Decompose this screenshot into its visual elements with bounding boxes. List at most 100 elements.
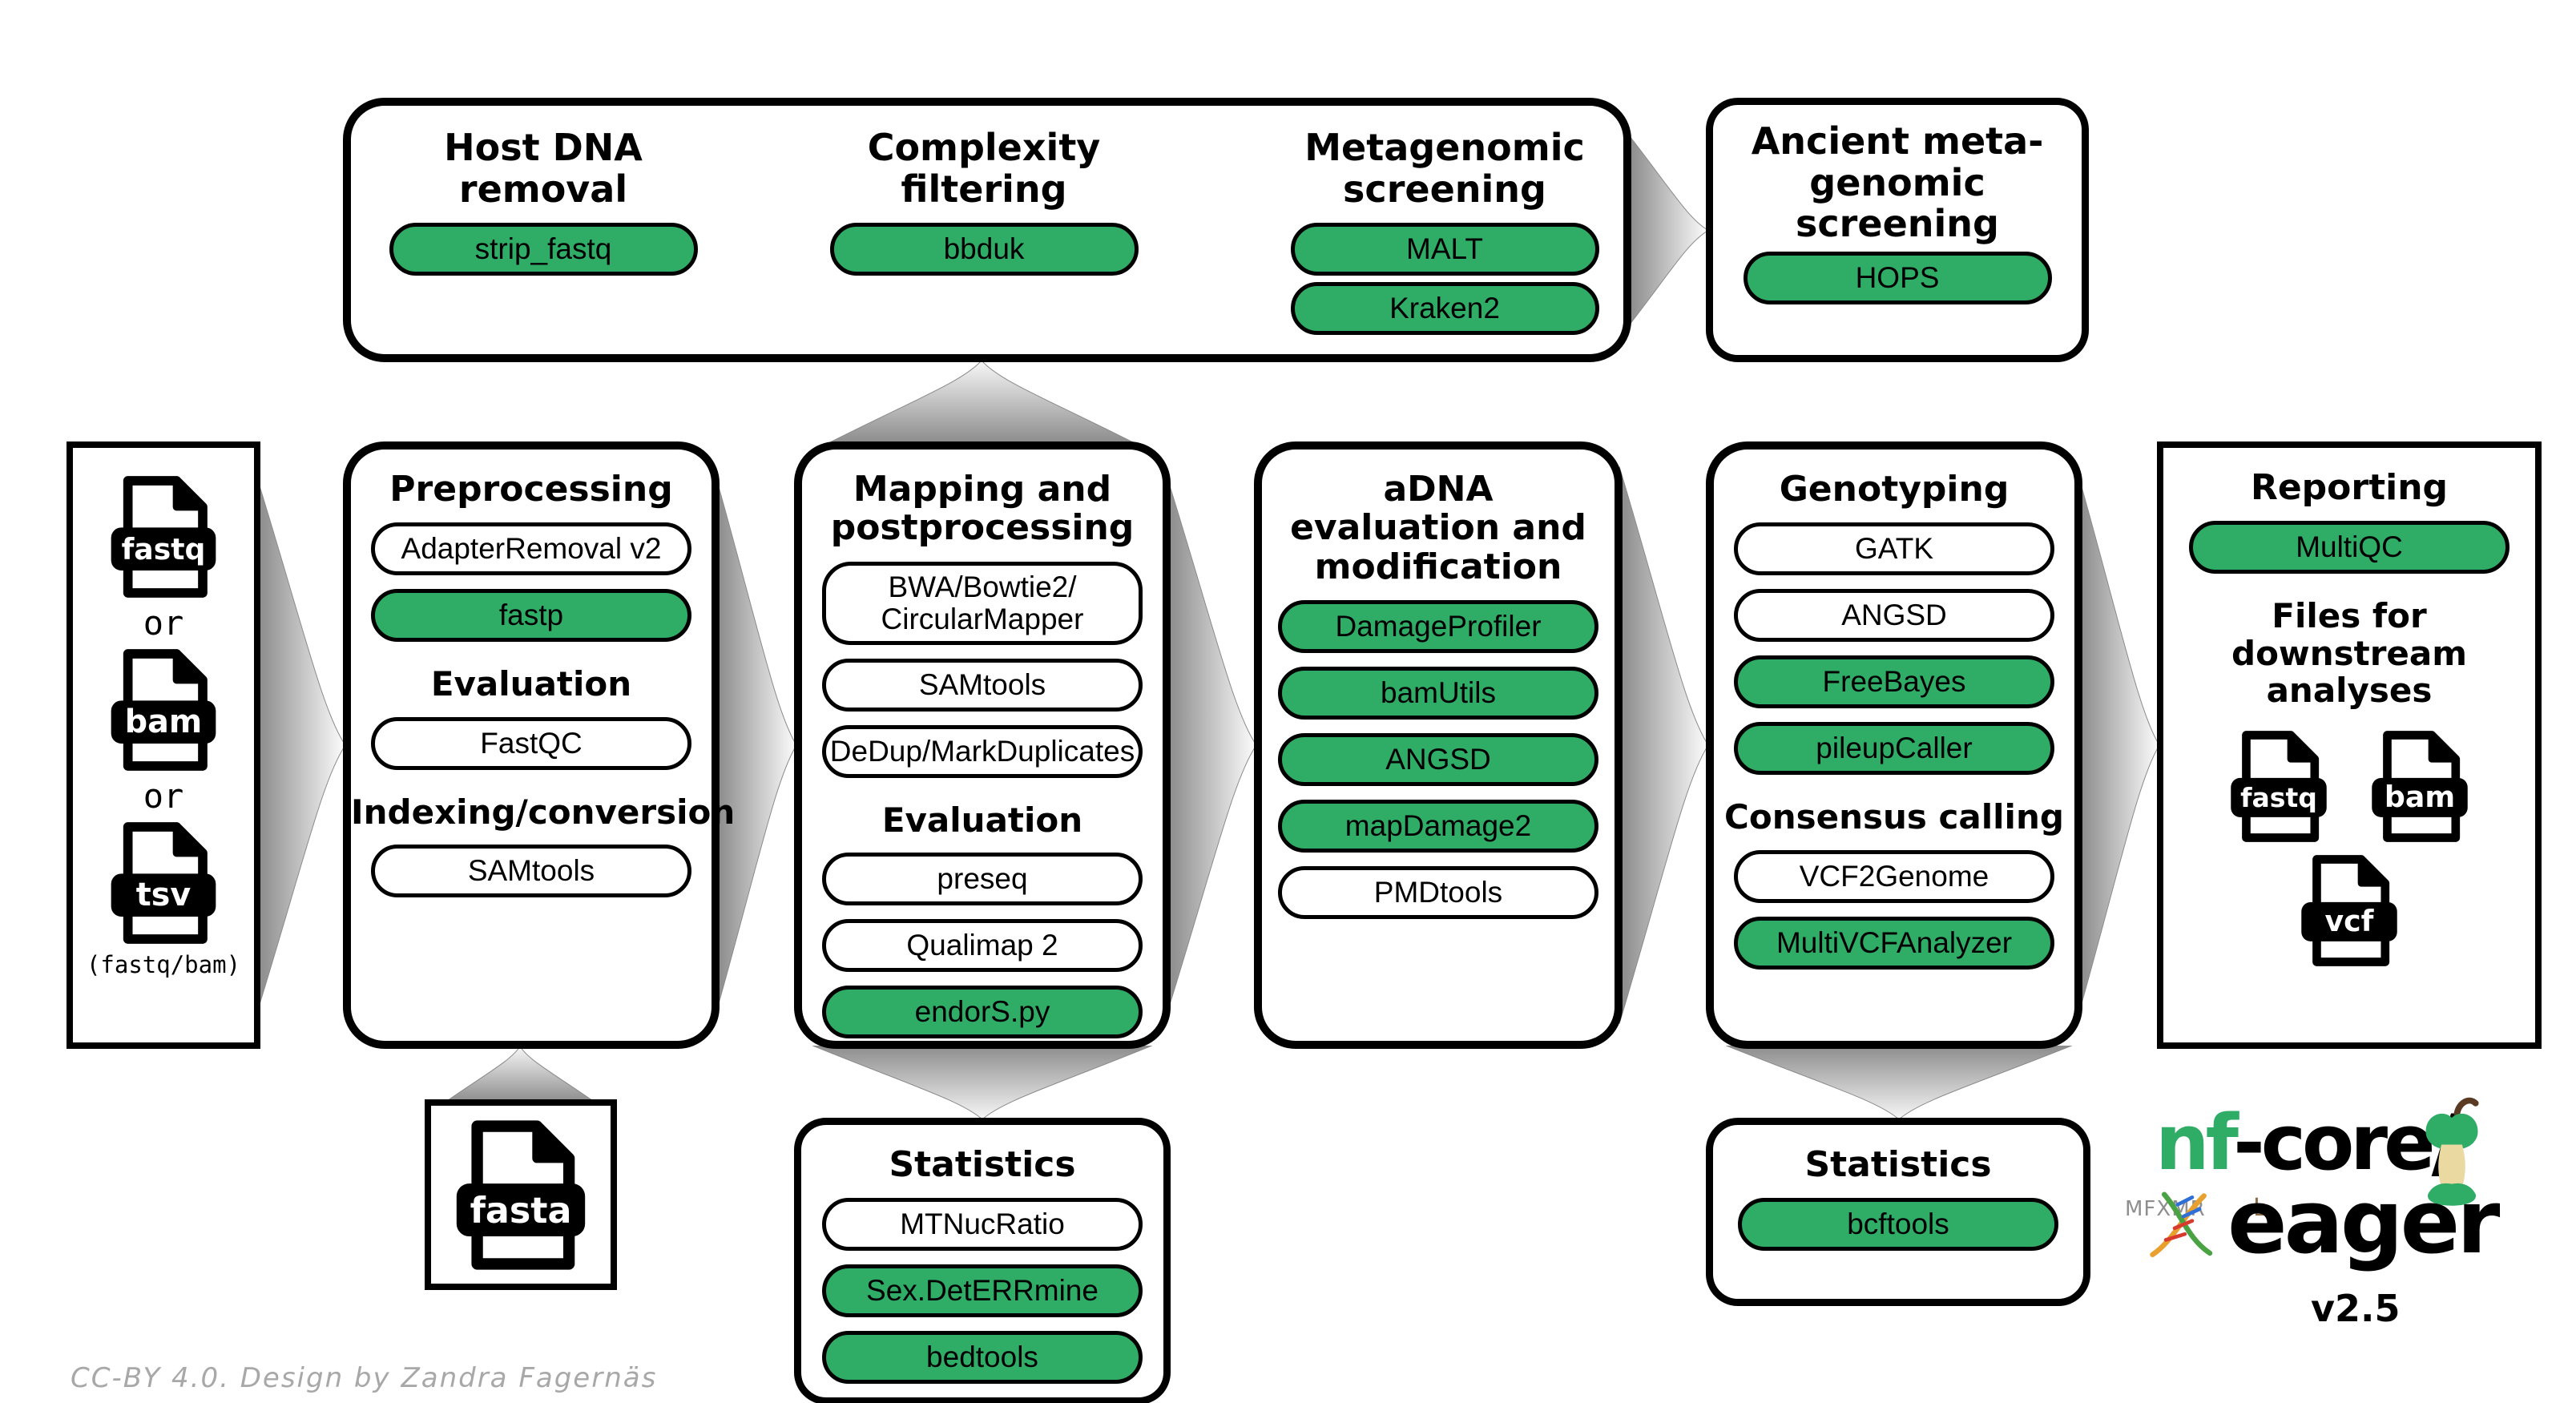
tool-sex-deterrmine: Sex.DetERRmine — [822, 1264, 1143, 1318]
fastq-output-label: fastq — [2240, 782, 2317, 813]
host-dna-removal-section: Host DNA removal strip_fastq — [375, 122, 712, 276]
ancient-metagenomic-heading: Ancient meta-genomic screening — [1751, 119, 2044, 246]
downstream-files-row: fastq bam — [2163, 730, 2535, 843]
tool-pileupcaller: pileupCaller — [1734, 722, 2054, 776]
metagenomic-screening-heading: Metagenomic screening — [1304, 126, 1585, 211]
tool-bcftools: bcftools — [1738, 1198, 2058, 1252]
tool-strip-fastq: strip_fastq — [389, 223, 698, 276]
arrow-fasta-to-preprocessing — [443, 1046, 597, 1103]
dna-helix-icon — [2150, 1191, 2213, 1258]
indexing-conversion-heading: Indexing/conversion — [351, 792, 736, 832]
mapping-panel: Mapping and postprocessing BWA/Bowtie2/ … — [794, 441, 1171, 1049]
metagenomic-screening-section: Metagenomic screening MALT Kraken2 — [1272, 122, 1617, 335]
fastq-file-icon: fastq — [111, 476, 216, 598]
tool-multivcfanalyzer: MultiVCFAnalyzer — [1734, 916, 2054, 970]
tool-kraken2: Kraken2 — [1290, 282, 1599, 335]
arrow-mapping-to-adna — [1167, 473, 1256, 1018]
fastq-output-icon: fastq — [2231, 731, 2327, 842]
bam-output-label: bam — [2385, 780, 2455, 814]
input-files-panel: fastq or bam or tsv (fastq/bam) — [67, 441, 260, 1049]
tool-malt: MALT — [1290, 223, 1599, 276]
fasta-panel: fasta — [425, 1099, 617, 1290]
genotyping-heading: Genotyping — [1779, 469, 2010, 510]
complexity-filtering-section: Complexity filtering bbduk — [812, 122, 1156, 276]
bam-output-icon: bam — [2372, 731, 2468, 842]
logo-brand: nf-core/ — [2155, 1106, 2459, 1182]
arrow-mapping-to-screening — [825, 361, 1138, 443]
arrow-genotyping-to-reporting — [2079, 473, 2159, 1018]
tool-angsd-genotyping: ANGSD — [1734, 589, 2054, 643]
tool-samtools-mapping: SAMtools — [822, 658, 1143, 712]
tool-mapdamage2: mapDamage2 — [1278, 800, 1598, 853]
logo-version: v2.5 — [2311, 1287, 2401, 1330]
fastq-file-label: fastq — [122, 532, 206, 566]
tool-vcf2genome: VCF2Genome — [1734, 849, 2054, 903]
genotyping-panel: Genotyping GATK ANGSD FreeBayes pileupCa… — [1706, 441, 2082, 1049]
arrow-genotyping-to-statistics — [1723, 1046, 2075, 1119]
statistics-genotyping-panel: Statistics bcftools — [1706, 1118, 2090, 1306]
complexity-filtering-heading: Complexity filtering — [867, 126, 1101, 211]
tool-dedup-markduplicates: DeDup/MarkDuplicates — [822, 724, 1143, 778]
or-label: or — [143, 776, 184, 816]
arrow-adna-to-genotyping — [1619, 461, 1708, 1030]
preprocessing-panel: Preprocessing AdapterRemoval v2 fastp Ev… — [343, 441, 736, 1049]
screening-panel: Host DNA removal strip_fastq Complexity … — [343, 98, 1631, 362]
nf-core-eager-logo: nf-core/ MFXMR L eager v2.5 — [2125, 1097, 2574, 1377]
evaluation-heading: Evaluation — [430, 664, 632, 704]
ancient-metagenomic-section: Ancient meta-genomic screening HOPS — [1725, 119, 2070, 304]
tool-multiqc: MultiQC — [2189, 521, 2509, 575]
consensus-calling-heading: Consensus calling — [1724, 797, 2064, 837]
arrow-preprocessing-to-mapping — [716, 473, 796, 1018]
tool-freebayes: FreeBayes — [1734, 655, 2054, 709]
tool-qualimap2: Qualimap 2 — [822, 918, 1143, 972]
logo-nf: nf — [2155, 1099, 2237, 1187]
fasta-file-icon: fasta — [456, 1119, 586, 1270]
vcf-output-icon: vcf — [2301, 855, 2397, 966]
tool-gatk: GATK — [1734, 522, 2054, 576]
downstream-files-heading: Files for downstream analyses — [2231, 596, 2467, 710]
tsv-file-icon: tsv — [111, 822, 216, 944]
arrow-screening-to-ancient — [1628, 132, 1708, 329]
tool-angsd-adna: ANGSD — [1278, 733, 1598, 787]
tool-damageprofiler: DamageProfiler — [1278, 600, 1598, 654]
statistics-mapping-heading: Statistics — [889, 1144, 1076, 1185]
tool-bedtools: bedtools — [822, 1331, 1143, 1385]
bam-file-icon: bam — [111, 649, 216, 771]
ancient-metagenomic-panel: Ancient meta-genomic screening HOPS — [1706, 98, 2089, 362]
fasta-file-label: fasta — [470, 1190, 572, 1231]
tool-hops: HOPS — [1743, 251, 2052, 304]
statistics-mapping-panel: Statistics MTNucRatio Sex.DetERRmine bed… — [794, 1118, 1171, 1403]
adna-panel: aDNA evaluation and modification DamageP… — [1254, 441, 1623, 1049]
vcf-output-label: vcf — [2325, 904, 2375, 938]
logo-rune-l: L — [2253, 1194, 2267, 1222]
tool-adapterremoval: AdapterRemoval v2 — [371, 522, 691, 576]
input-files-caption: (fastq/bam) — [86, 951, 241, 978]
tool-preseq: preseq — [822, 852, 1143, 905]
arrow-mapping-to-statistics — [809, 1046, 1155, 1119]
host-dna-removal-heading: Host DNA removal — [444, 126, 643, 211]
tool-bbduk: bbduk — [829, 223, 1139, 276]
preprocessing-heading: Preprocessing — [389, 469, 673, 510]
reporting-panel: Reporting MultiQC Files for downstream a… — [2157, 441, 2542, 1049]
tool-endors-py: endorS.py — [822, 985, 1143, 1038]
downstream-files-row2: vcf — [2163, 854, 2535, 967]
tool-fastqc: FastQC — [371, 716, 691, 770]
reporting-heading: Reporting — [2250, 467, 2449, 508]
tool-pmdtools: PMDtools — [1278, 866, 1598, 920]
credit-text: CC-BY 4.0. Design by Zandra Fagernäs — [71, 1362, 658, 1394]
tool-fastp: fastp — [371, 589, 691, 643]
logo-app-name: eager — [2227, 1171, 2500, 1273]
or-label: or — [143, 603, 184, 643]
arrow-input-to-preprocessing — [257, 473, 345, 1018]
tool-bwa-bowtie2-circularmapper: BWA/Bowtie2/ CircularMapper — [822, 561, 1143, 645]
statistics-genotyping-heading: Statistics — [1804, 1144, 1992, 1185]
tool-mtnucratio: MTNucRatio — [822, 1198, 1143, 1252]
logo-core: -core/ — [2233, 1099, 2459, 1187]
adna-heading: aDNA evaluation and modification — [1290, 469, 1586, 587]
apple-core-icon — [2425, 1097, 2479, 1206]
bam-file-label: bam — [125, 704, 202, 740]
mapping-evaluation-heading: Evaluation — [881, 800, 1083, 840]
tool-bamutils: bamUtils — [1278, 667, 1598, 720]
mapping-heading: Mapping and postprocessing — [830, 469, 1135, 549]
